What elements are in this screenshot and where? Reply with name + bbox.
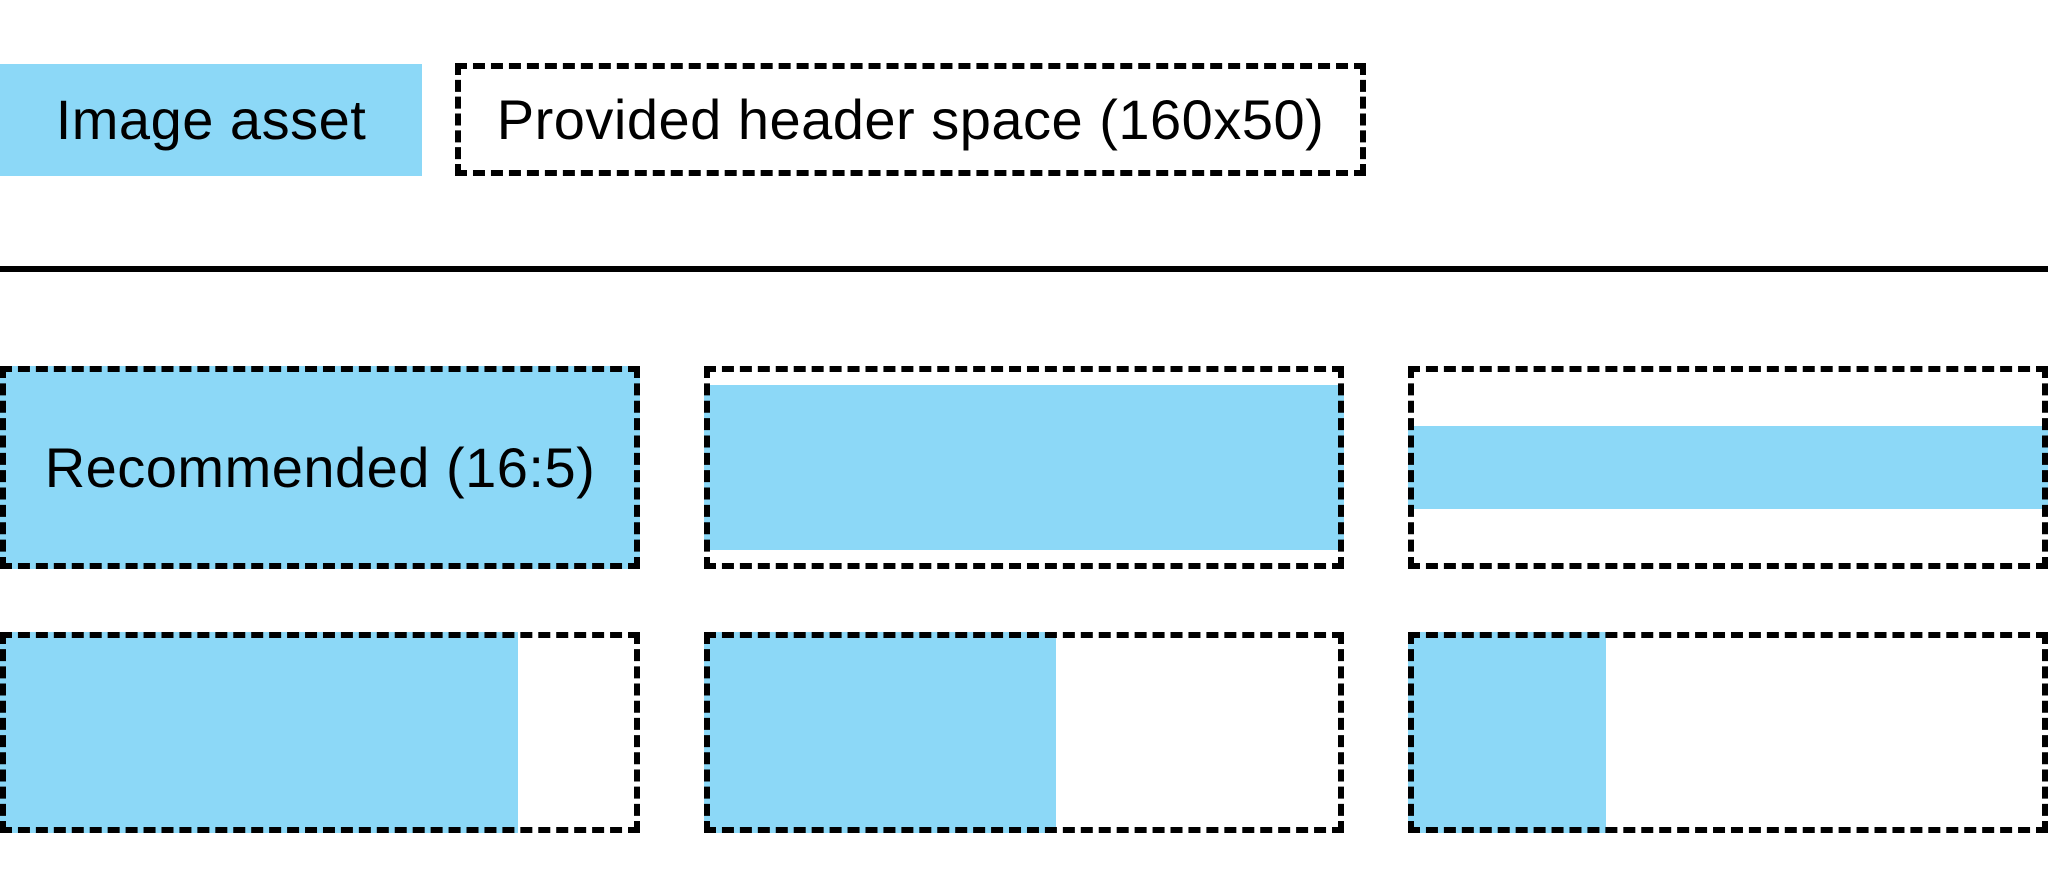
image-asset-fill	[0, 632, 519, 833]
image-asset-fill	[1408, 425, 2048, 510]
example-cell-half-width-image	[704, 632, 1344, 833]
header-space-box: Provided header space (160x50)	[455, 63, 1366, 176]
example-cell-shorter-image	[704, 366, 1344, 569]
image-asset-fill	[704, 385, 1344, 550]
image-asset-label: Image asset	[55, 88, 367, 151]
image-asset-fill	[704, 632, 1056, 833]
image-asset-fill	[0, 366, 640, 569]
example-cell-quarter-width-image	[1408, 632, 2048, 833]
divider-line	[0, 266, 2048, 272]
image-asset-fill	[1408, 632, 1607, 833]
example-cell-thin-strip-image	[1408, 366, 2048, 569]
example-cell-recommended: Recommended (16:5)	[0, 366, 640, 569]
image-asset-swatch: Image asset	[0, 64, 422, 176]
example-cell-narrower-image	[0, 632, 640, 833]
header-space-label: Provided header space (160x50)	[496, 87, 1325, 151]
recommended-label: Recommended (16:5)	[44, 435, 596, 499]
